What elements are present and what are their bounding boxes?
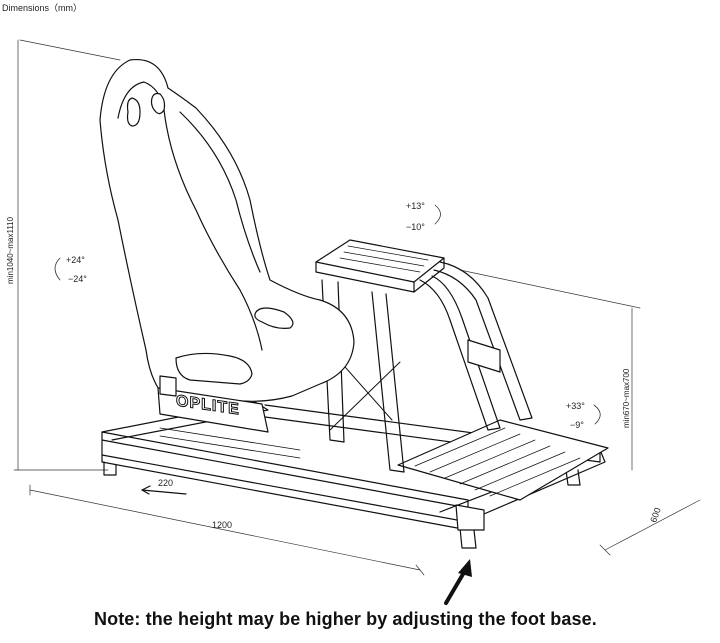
seat	[99, 58, 355, 433]
footnote: Note: the height may be higher by adjust…	[94, 609, 597, 629]
pedal-angle-up: +33°	[566, 401, 585, 411]
seat-angle-down: −24°	[68, 274, 87, 284]
foot-arrow-icon	[444, 559, 472, 605]
length-label: 1200	[212, 520, 233, 530]
dimension-lines	[13, 39, 701, 576]
wheel-stand	[315, 239, 533, 473]
seat-angle-up: +24°	[66, 255, 85, 265]
angle-arcs	[54, 204, 601, 425]
pedal-angle-down: −9°	[570, 420, 584, 430]
diagram-title: Dimensions（mm）	[2, 3, 83, 13]
seat-height-label: min1040~max1110	[6, 216, 15, 284]
wheel-angle-down: −10°	[406, 222, 425, 232]
base-frame	[101, 401, 606, 549]
seat-slide-label: 220	[158, 478, 174, 488]
wheel-angle-up: +13°	[406, 201, 425, 211]
pedal-plate	[397, 419, 609, 501]
wheel-stand-height-label: min670~max700	[622, 368, 631, 428]
slide-arrow	[141, 485, 187, 495]
